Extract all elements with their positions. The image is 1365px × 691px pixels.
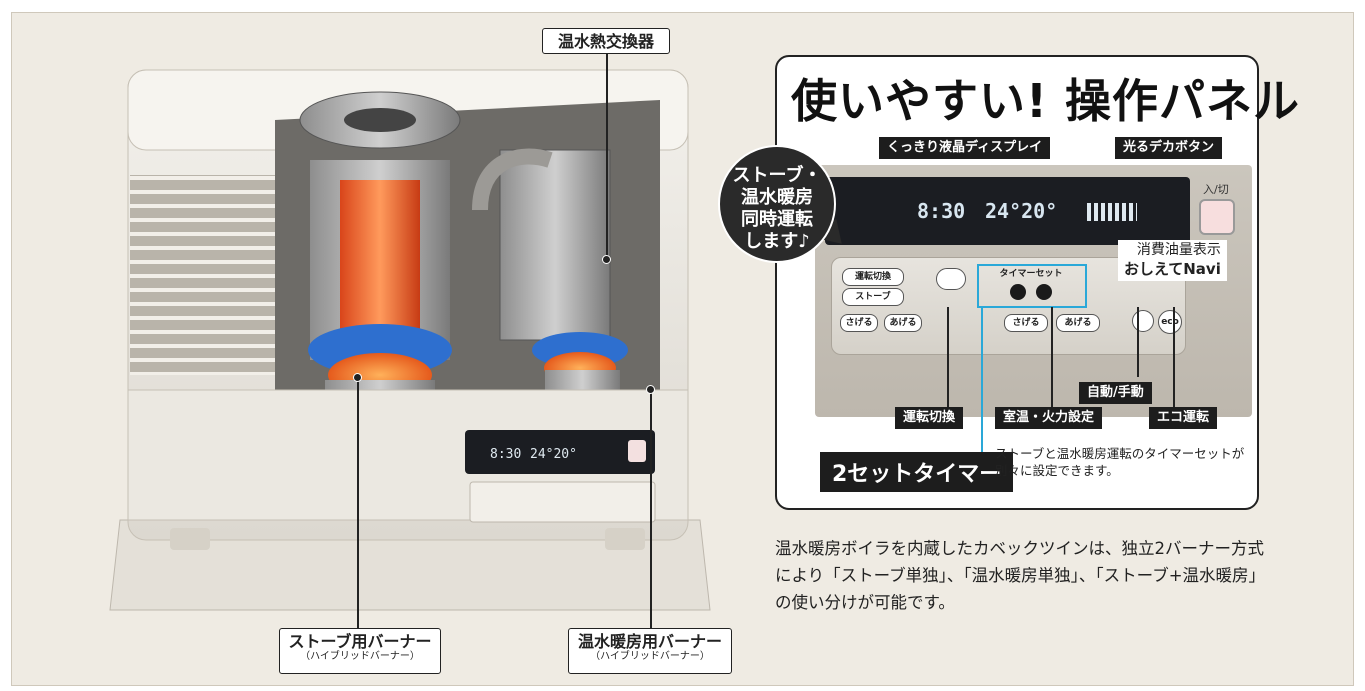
up-right-button[interactable]: あげる xyxy=(1056,314,1100,332)
lcd-time: 8:30 xyxy=(917,199,966,223)
panel-title: 使いやすい! 操作パネル xyxy=(791,74,1300,128)
stove-illustration: 8:30 24°20° xyxy=(100,50,720,650)
tag-lcd-display: くっきり液晶ディスプレイ xyxy=(879,137,1051,159)
down-left-button[interactable]: さげる xyxy=(840,314,878,332)
control-panel-card: 使いやすい! 操作パネル くっきり液晶ディスプレイ 光るデカボタン 8:30 2… xyxy=(775,55,1299,510)
down-right-button[interactable]: さげる xyxy=(1004,314,1048,332)
timer-description: ストーブと温水暖房運転のタイマーセットが別々に設定できます。 xyxy=(995,446,1245,478)
tag-light-button: 光るデカボタン xyxy=(1115,137,1223,159)
fuel-consumption-navi-label: 消費油量表示 おしえてNavi xyxy=(1118,240,1227,281)
tag-room-fire-setting: 室温・火力設定 xyxy=(995,407,1103,429)
timer-set-label: タイマーセット xyxy=(999,269,1063,279)
power-button[interactable] xyxy=(1199,199,1235,235)
lcd-display: 8:30 24°20° xyxy=(825,177,1190,245)
label-heat-exchanger: 温水熱交換器 xyxy=(542,28,670,54)
speech-line-4: します♪ xyxy=(744,230,810,252)
timer-stove-button[interactable] xyxy=(1036,284,1052,300)
timer-set-highlight xyxy=(977,264,1087,308)
label-hot-water-burner: 温水暖房用バーナー （ハイブリッドバーナー） xyxy=(568,628,732,674)
speech-line-2: 温水暖房 xyxy=(741,186,813,208)
tag-operation-switch: 運転切換 xyxy=(895,407,964,429)
stove-display-temps: 24°20° xyxy=(530,447,577,462)
lcd-temps: 24°20° xyxy=(985,199,1058,223)
tag-eco-operation: エコ運転 xyxy=(1149,407,1218,429)
op-switch-button[interactable]: 運転切換 xyxy=(842,268,904,286)
eco-button[interactable]: eco xyxy=(1158,310,1182,334)
timer-hot-water-button[interactable] xyxy=(1010,284,1026,300)
up-left-button[interactable]: あげる xyxy=(884,314,922,332)
power-label: 入/切 xyxy=(1203,183,1229,196)
speech-line-3: 同時運転 xyxy=(741,208,813,230)
stove-display-time: 8:30 xyxy=(490,447,521,462)
two-set-timer-badge: 2セットタイマー xyxy=(820,452,1014,492)
auto-manual-button[interactable] xyxy=(1132,310,1154,332)
control-panel-photo: 8:30 24°20° 入/切 運転切換 ストーブ さげる あげる タイマーセッ… xyxy=(815,165,1252,417)
speech-line-1: ストーブ・ xyxy=(732,165,822,186)
tag-auto-manual: 自動/手動 xyxy=(1079,382,1152,404)
navi-button[interactable] xyxy=(936,268,966,290)
stove-button[interactable]: ストーブ xyxy=(842,288,904,306)
speech-bubble: ストーブ・ 温水暖房 同時運転 します♪ xyxy=(718,145,836,263)
navi-line-2: おしえてNavi xyxy=(1124,259,1221,278)
navi-line-1: 消費油量表示 xyxy=(1136,242,1221,258)
product-description: 温水暖房ボイラを内蔵したカベックツインは、独立2バーナー方式により「ストーブ単独… xyxy=(775,539,1266,613)
label-stove-burner: ストーブ用バーナー （ハイブリッドバーナー） xyxy=(279,628,441,674)
